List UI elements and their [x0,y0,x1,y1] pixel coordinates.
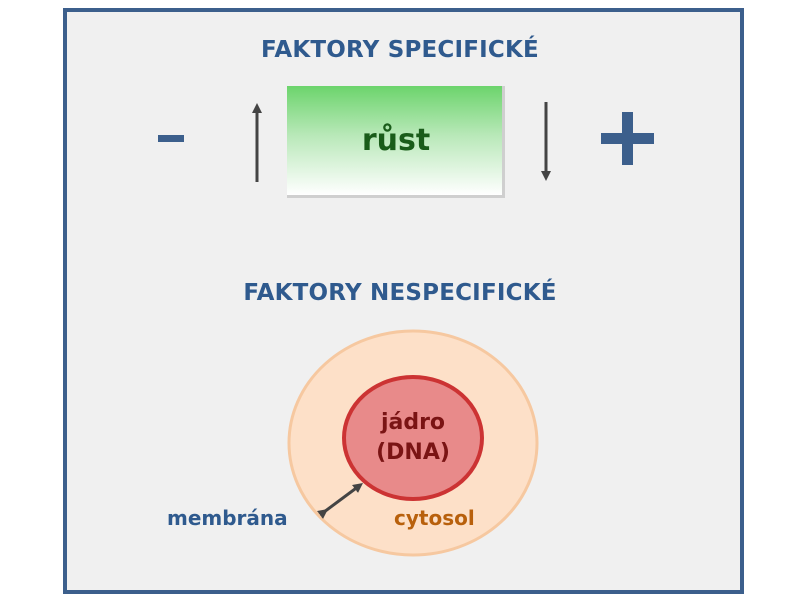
growth-box [287,86,505,198]
plus-sign-vertical [622,112,633,165]
minus-sign [158,135,184,142]
double-arrow-icon [317,483,364,519]
growth-label: růst [361,123,431,158]
title-specific-factors: FAKTORY SPECIFICKÉ [261,37,539,63]
nucleus-label: jádro (DNA) [343,408,483,468]
membrane-label: membrána [167,506,288,530]
nucleus-label-line1: jádro [380,410,446,435]
cytosol-label: cytosol [394,506,475,530]
title-nonspecific-factors: FAKTORY NESPECIFICKÉ [243,280,557,306]
cell-nucleus [342,375,484,501]
nucleus-label-line2: (DNA) [376,440,450,465]
